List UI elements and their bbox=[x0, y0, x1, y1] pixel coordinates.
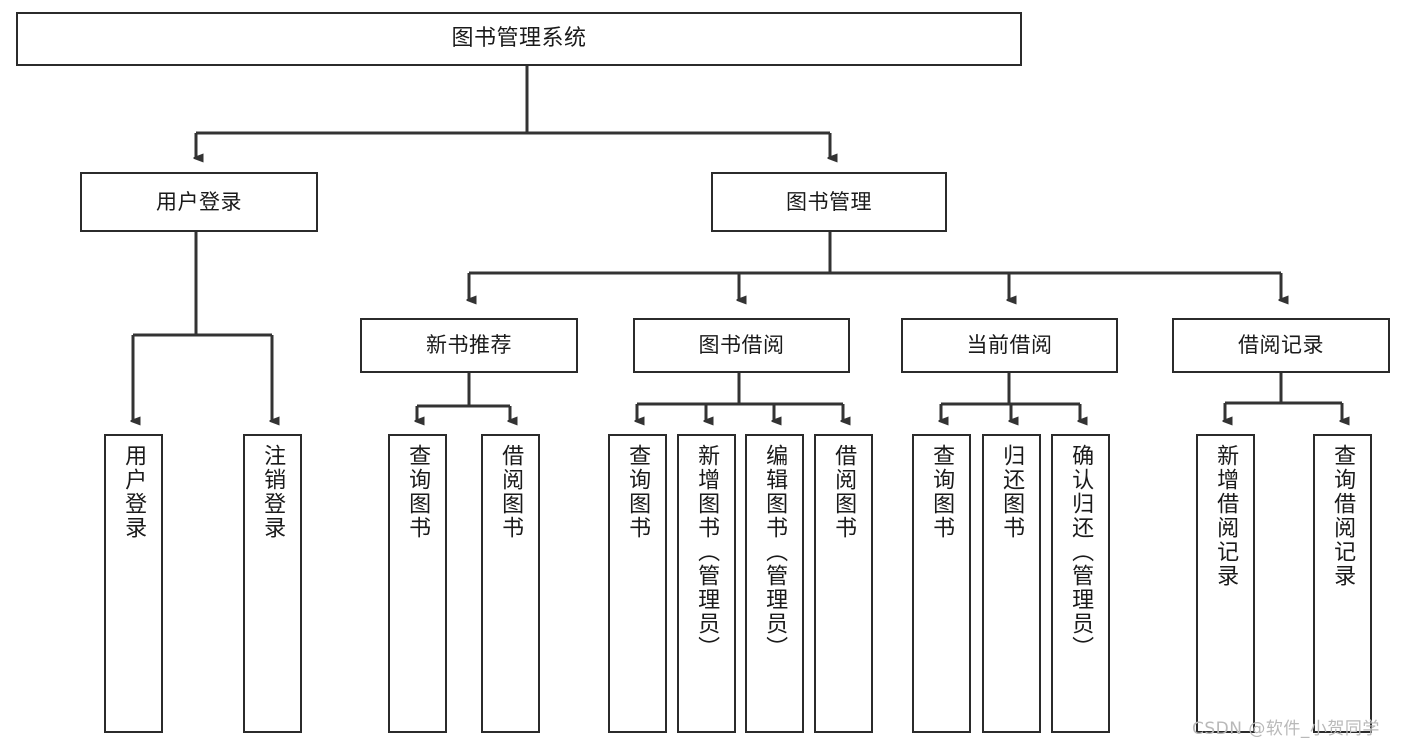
leaf-book-borrow-borrow-book[interactable]: 借阅图书 bbox=[814, 434, 873, 733]
leaf-current-borrow-confirm-return-admin[interactable]: 确认归还（管理员） bbox=[1051, 434, 1110, 733]
node-label: 查询图书 bbox=[625, 444, 651, 540]
node-label: 确认归还（管理员） bbox=[1068, 444, 1094, 660]
node-label: 图书管理 bbox=[786, 189, 872, 214]
node-label: 图书管理系统 bbox=[451, 26, 587, 52]
node-label: 注销登录 bbox=[260, 444, 286, 540]
watermark-text: CSDN @软件_小贺同学 bbox=[1192, 719, 1380, 739]
leaf-book-borrow-edit-book-admin[interactable]: 编辑图书（管理员） bbox=[745, 434, 804, 733]
node-label: 借阅记录 bbox=[1238, 333, 1324, 358]
leaf-user-login-logout[interactable]: 注销登录 bbox=[243, 434, 302, 733]
node-borrow-records[interactable]: 借阅记录 bbox=[1172, 318, 1390, 373]
leaf-book-borrow-add-book-admin[interactable]: 新增图书（管理员） bbox=[677, 434, 736, 733]
leaf-current-borrow-query-book[interactable]: 查询图书 bbox=[912, 434, 971, 733]
leaf-borrow-records-query-record[interactable]: 查询借阅记录 bbox=[1313, 434, 1372, 733]
node-label: 查询图书 bbox=[405, 444, 431, 540]
node-label: 新书推荐 bbox=[426, 333, 512, 358]
node-label: 归还图书 bbox=[999, 444, 1025, 540]
leaf-book-borrow-query-book[interactable]: 查询图书 bbox=[608, 434, 667, 733]
node-book-management[interactable]: 图书管理 bbox=[711, 172, 947, 232]
node-book-borrow[interactable]: 图书借阅 bbox=[633, 318, 850, 373]
node-label: 新增借阅记录 bbox=[1213, 444, 1239, 588]
node-label: 查询图书 bbox=[929, 444, 955, 540]
node-label: 当前借阅 bbox=[966, 333, 1053, 358]
node-label: 查询借阅记录 bbox=[1330, 444, 1356, 588]
leaf-new-book-query-book[interactable]: 查询图书 bbox=[388, 434, 447, 733]
node-label: 借阅图书 bbox=[831, 444, 857, 540]
leaf-new-book-borrow-book[interactable]: 借阅图书 bbox=[481, 434, 540, 733]
node-label: 新增图书（管理员） bbox=[694, 444, 720, 660]
node-label: 用户登录 bbox=[156, 189, 242, 214]
leaf-current-borrow-return-book[interactable]: 归还图书 bbox=[982, 434, 1041, 733]
node-label: 借阅图书 bbox=[498, 444, 524, 540]
leaf-borrow-records-add-record[interactable]: 新增借阅记录 bbox=[1196, 434, 1255, 733]
node-user-login[interactable]: 用户登录 bbox=[80, 172, 318, 232]
node-current-borrow[interactable]: 当前借阅 bbox=[901, 318, 1118, 373]
node-new-book-recommend[interactable]: 新书推荐 bbox=[360, 318, 578, 373]
node-label: 编辑图书（管理员） bbox=[762, 444, 788, 660]
node-root-book-management-system[interactable]: 图书管理系统 bbox=[16, 12, 1022, 66]
leaf-user-login-login[interactable]: 用户登录 bbox=[104, 434, 163, 733]
node-label: 图书借阅 bbox=[698, 333, 785, 358]
node-label: 用户登录 bbox=[121, 444, 147, 540]
